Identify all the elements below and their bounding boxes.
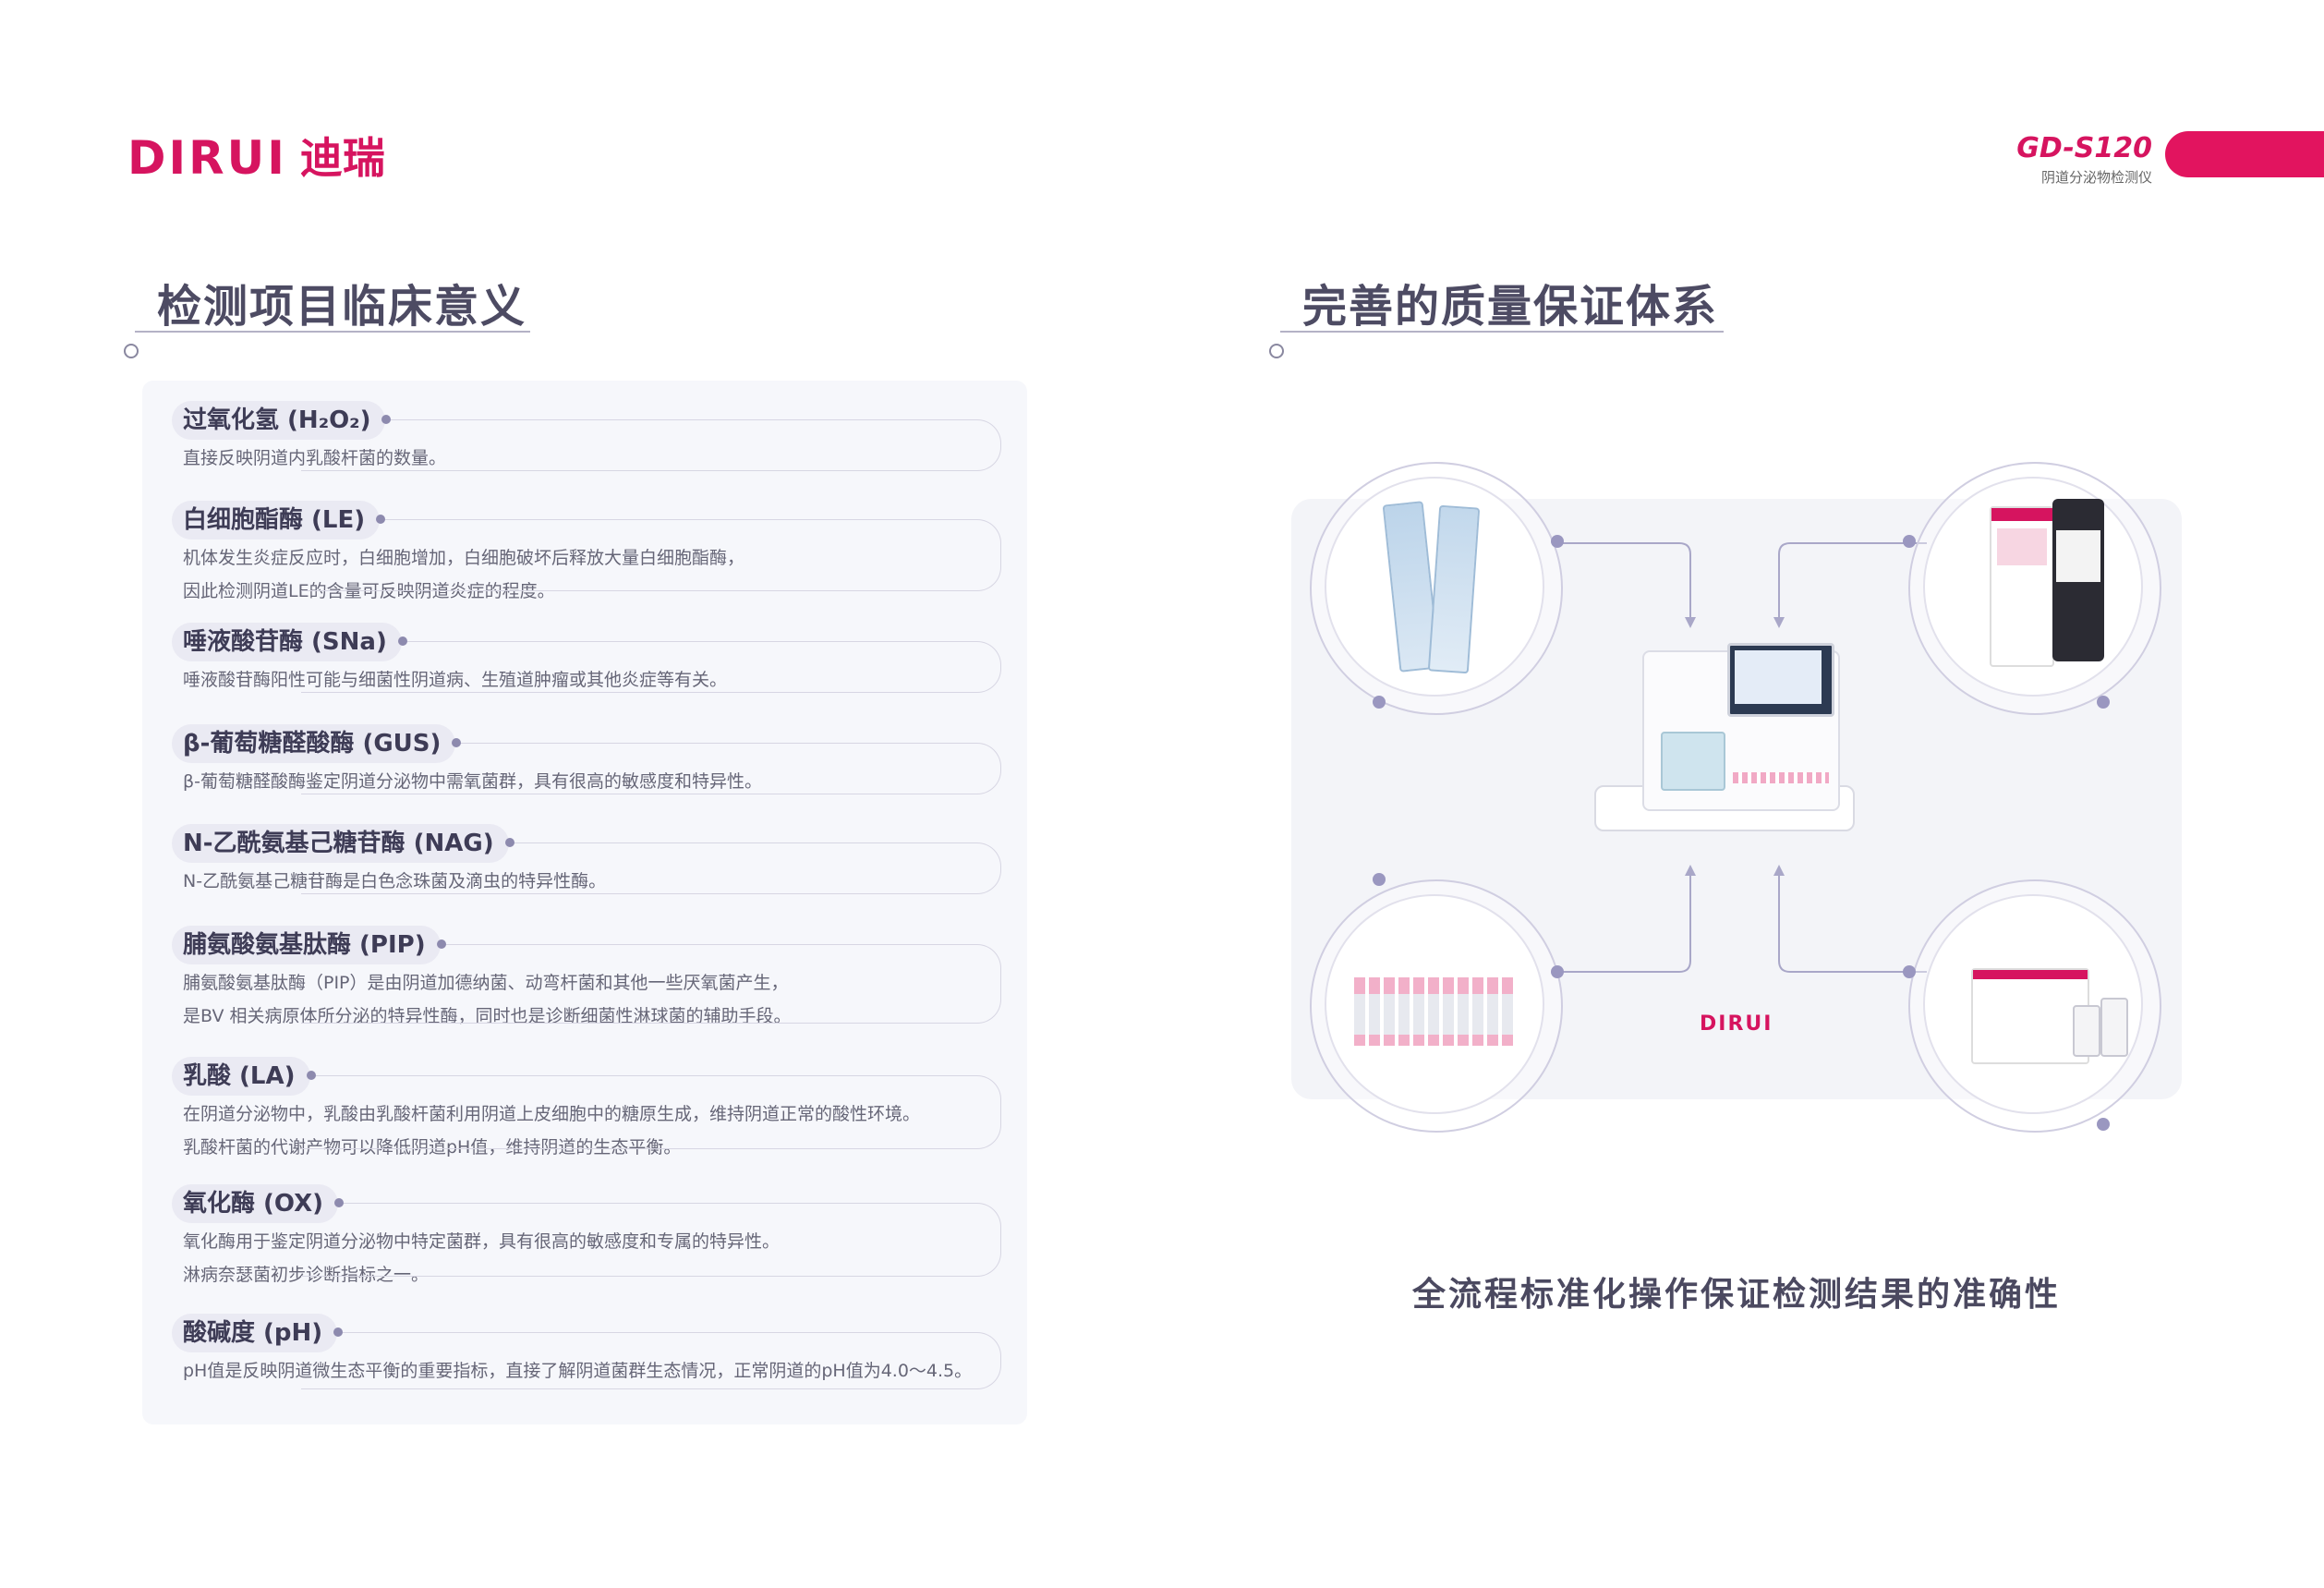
connector-top-left [1555, 542, 1691, 619]
item-description: 机体发生炎症反应时，白细胞增加，白细胞破坏后释放大量白细胞酯酶， 因此检测阴道L… [183, 548, 745, 601]
item-title: 唾液酸苷酶 (SNa) [172, 623, 407, 661]
item-ph: 酸碱度 (pH) pH值是反映阴道微生态平衡的重要指标，直接了解阴道菌群生态情况… [172, 1314, 1001, 1389]
connector-node [1551, 535, 1564, 548]
connector-bottom-left [1555, 874, 1691, 973]
tube-rack-image [1354, 994, 1517, 1035]
bullet-dot-icon [436, 939, 446, 949]
quality-footer-text: 全流程标准化操作保证检测结果的准确性 [1411, 1276, 2061, 1314]
connector-node [1373, 696, 1386, 709]
item-title: 白细胞酯酶 (LE) [172, 501, 386, 539]
badge-accent-bar [2165, 131, 2324, 177]
logo-latin: DIRUI [127, 131, 287, 185]
right-title-underline [1280, 331, 1724, 333]
item-sna: 唾液酸苷酶 (SNa) 唾液酸苷酶阳性可能与细菌性阴道病、生殖道肿瘤或其他炎症等… [172, 623, 1001, 693]
connector-top-right [1778, 542, 1927, 619]
item-le: 白细胞酯酶 (LE) 机体发生炎症反应时，白细胞增加，白细胞破坏后释放大量白细胞… [172, 501, 1001, 601]
model-subtitle: 阴道分泌物检测仪 [2040, 169, 2152, 186]
item-la: 乳酸 (LA) 在阴道分泌物中，乳酸由乳酸杆菌利用阴道上皮细胞中的糖原生成，维持… [172, 1057, 1001, 1158]
connector-node [2097, 1118, 2110, 1131]
kit-box-image [1971, 968, 2089, 1064]
item-ox: 氧化酶 (OX) 氧化酶用于鉴定阴道分泌物中特定菌群，具有很高的敏感度和专属的特… [172, 1184, 1001, 1285]
sample-tubes-frame [1326, 896, 1543, 1112]
item-title: N-乙酰氨基己糖苷酶 (NAG) [172, 824, 514, 863]
bullet-dot-icon [452, 738, 462, 747]
item-title: 过氧化氢 (H₂O₂) [172, 401, 392, 440]
item-title: 乳酸 (LA) [172, 1057, 316, 1096]
connector-bottom-right [1778, 874, 1927, 973]
reagent-bottle-frame [1925, 479, 2141, 695]
item-nag: N-乙酰氨基己糖苷酶 (NAG) N-乙酰氨基己糖苷酶是白色念珠菌及滴虫的特异性… [172, 824, 1001, 894]
bullet-dot-icon [397, 636, 407, 646]
logo-chinese: 迪瑞 [299, 133, 385, 183]
model-badge: GD-S120 阴道分泌物检测仪 [2016, 135, 2152, 187]
left-section-title: 检测项目临床意义 [157, 281, 527, 333]
item-title: β-葡萄糖醛酸酶 (GUS) [172, 724, 462, 763]
swab-image-frame [1326, 479, 1543, 695]
right-title-dot [1269, 344, 1284, 358]
arrow-down-icon [1773, 617, 1785, 628]
center-brand-mark: DIRUI [1700, 1012, 1773, 1036]
brand-logo: DIRUI 迪瑞 [127, 135, 385, 181]
item-description: 直接反映阴道内乳酸杆菌的数量。 [183, 448, 447, 468]
connector-node [1551, 965, 1564, 978]
item-description: β-葡萄糖醛酸酶鉴定阴道分泌物中需氧菌群，具有很高的敏感度和特异性。 [183, 771, 762, 792]
left-title-underline [135, 331, 530, 333]
vial-image [2073, 1005, 2100, 1057]
item-description: N-乙酰氨基己糖苷酶是白色念珠菌及滴虫的特异性酶。 [183, 871, 607, 891]
arrow-up-icon [1773, 865, 1785, 876]
item-title: 氧化酶 (OX) [172, 1184, 345, 1223]
reagent-bottle-image [2052, 499, 2104, 661]
analyzer-device-image [1594, 643, 1855, 867]
swab-pack-image [1427, 504, 1481, 674]
clinical-items-panel [142, 381, 1027, 1424]
right-section-title: 完善的质量保证体系 [1302, 281, 1719, 333]
item-title: 酸碱度 (pH) [172, 1314, 344, 1352]
item-h2o2: 过氧化氢 (H₂O₂) 直接反映阴道内乳酸杆菌的数量。 [172, 401, 1001, 471]
connector-node [2097, 696, 2110, 709]
item-pip: 脯氨酸氨基肽酶 (PIP) 脯氨酸氨基肽酶（PIP）是由阴道加德纳菌、动弯杆菌和… [172, 926, 1001, 1026]
bullet-dot-icon [334, 1198, 345, 1207]
item-description: 脯氨酸氨基肽酶（PIP）是由阴道加德纳菌、动弯杆菌和其他一些厌氧菌产生， 是BV… [183, 973, 792, 1026]
item-description: 在阴道分泌物中，乳酸由乳酸杆菌利用阴道上皮细胞中的糖原生成，维持阴道正常的酸性环… [183, 1104, 921, 1158]
item-description: 氧化酶用于鉴定阴道分泌物中特定菌群，具有很高的敏感度和专属的特异性。 淋病奈瑟菌… [183, 1231, 781, 1285]
model-name: GD-S120 [2016, 132, 2152, 164]
connector-node [1903, 965, 1916, 978]
bullet-dot-icon [381, 415, 392, 424]
arrow-up-icon [1685, 865, 1696, 876]
bullet-dot-icon [376, 515, 386, 524]
item-description: pH值是反映阴道微生态平衡的重要指标，直接了解阴道菌群生态情况，正常阴道的pH值… [183, 1361, 973, 1381]
item-title: 脯氨酸氨基肽酶 (PIP) [172, 926, 446, 964]
vial-image [2100, 998, 2128, 1057]
connector-node [1373, 873, 1386, 886]
reagent-box-image [1990, 506, 2054, 667]
reagent-kit-frame [1925, 896, 2141, 1112]
arrow-down-icon [1685, 617, 1696, 628]
bullet-dot-icon [306, 1071, 316, 1080]
flow-connectors [1555, 542, 1927, 973]
bullet-dot-icon [504, 838, 514, 847]
item-description: 唾液酸苷酶阳性可能与细菌性阴道病、生殖道肿瘤或其他炎症等有关。 [183, 670, 728, 690]
connector-node [1903, 535, 1916, 548]
item-gus: β-葡萄糖醛酸酶 (GUS) β-葡萄糖醛酸酶鉴定阴道分泌物中需氧菌群，具有很高… [172, 724, 1001, 794]
bullet-dot-icon [333, 1327, 344, 1337]
left-title-dot [124, 344, 139, 358]
